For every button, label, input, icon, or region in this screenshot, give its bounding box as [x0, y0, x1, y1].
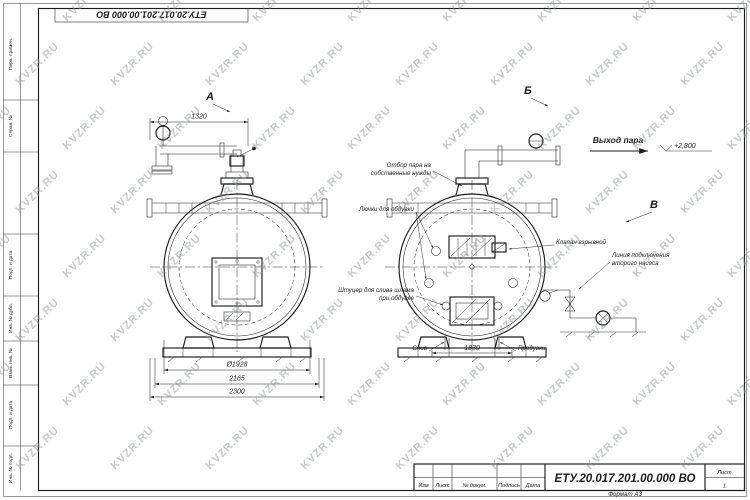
annotation-steam-out: Выход пара: [593, 135, 644, 145]
boiler-shell-rear: [398, 193, 546, 341]
annotation-sludge-1: Штуцер для слива шлама: [338, 287, 414, 294]
top-hatch: [448, 235, 496, 259]
steam-outlet-pipe: [455, 133, 561, 196]
left-stamp-column: Перв. примен. Справ. № Подп. и дата Инв.…: [3, 38, 39, 483]
titleblock-col-date: Дата: [525, 483, 541, 489]
annotation-hatches: Лючки для обдувки: [358, 206, 414, 213]
annotation-sludge-2: при обдувке: [379, 295, 415, 302]
drawing-frame: [37, 7, 746, 492]
title-block: Изм Лист № докум. Подпись Дата ЕТУ.20.01…: [413, 463, 746, 498]
steam-pipe-left: [151, 116, 237, 175]
annotation-own-needs-1: Отбор пара на: [387, 162, 432, 169]
annotation-elevation: +2,800: [674, 143, 696, 150]
dim-1830: 1830 Слив Продувки: [412, 341, 546, 357]
stamp-label: Инв. № подл.: [8, 453, 14, 483]
front-door: [211, 257, 263, 307]
dim-1320-label: 1320: [191, 114, 207, 121]
left-view: 1320 Ø1928 2165 2300 А: [146, 91, 328, 401]
page-frame: Перв. примен. Справ. № Подп. и дата Инв.…: [3, 3, 747, 497]
burst-valve: [491, 242, 507, 253]
steam-dome: [220, 154, 254, 196]
format-label: Формат А3: [608, 491, 642, 498]
annotation-pump-line-1: Линия подключения: [611, 252, 670, 259]
safety-valve: [229, 146, 256, 167]
titleblock-col-doc: № докум.: [462, 483, 486, 489]
annotation-own-needs-2: собственные нужды: [371, 170, 432, 177]
pressure-gauge: [539, 290, 551, 302]
dim-2165: 2165: [154, 358, 320, 388]
titleblock-col-izm: Изм: [418, 483, 428, 489]
pump-piping: [539, 289, 646, 338]
titleblock-doc-number: ЕТУ.20.017.201.00.000 ВО: [555, 473, 696, 485]
dim-2165-label: 2165: [228, 376, 245, 383]
annotation-blowdown: Продувки: [518, 345, 546, 352]
stamp-label: Справ. №: [8, 115, 14, 137]
view-a-label: А: [205, 91, 214, 103]
annotation-burst-valve: Клапан взрывной: [556, 239, 607, 246]
rear-plate-band: [386, 198, 558, 218]
supports-base: [162, 336, 312, 363]
annotation-drain: Слив: [412, 345, 427, 352]
supports-base-rear: [397, 336, 547, 363]
dim-1320: 1320: [149, 114, 249, 146]
stamp-label: Подп. и дата: [8, 251, 14, 280]
titleblock-sheet-value: 1: [723, 484, 726, 490]
steam-outlet-annotation: Выход пара +2,800: [590, 135, 712, 154]
view-v-label: В: [650, 199, 658, 211]
front-plate-band: [146, 198, 328, 218]
bottom-hatch: [449, 296, 495, 326]
stamp-label: Взам. инв. №: [8, 348, 14, 378]
annotations-left: Отбор пара на собственные нужды Лючки дл…: [338, 162, 463, 306]
right-view: 1830 Слив Продувки Отбор пара на собстве…: [338, 85, 712, 363]
dim-2300: 2300: [149, 358, 325, 401]
boiler-shell-front: [163, 193, 311, 341]
annotations-right: Клапан взрывной Линия подключения второг…: [508, 239, 670, 290]
doc-number-rotated: ЕТУ.20.017.201.00.000 ВО: [96, 10, 206, 20]
stamp-label: Подп. и дата: [8, 401, 14, 430]
dim-1928: Ø1928: [163, 340, 311, 374]
paper-border: [3, 3, 747, 497]
top-doc-stamp: ЕТУ.20.017.201.00.000 ВО: [54, 8, 249, 23]
view-b-label: Б: [524, 85, 532, 97]
dim-1830-label: 1830: [464, 345, 480, 352]
dim-2300-label: 2300: [228, 389, 245, 396]
titleblock-sheet-label: Лист: [716, 470, 732, 476]
stamp-label: Перв. примен.: [8, 38, 14, 70]
titleblock-col-list: Лист: [434, 483, 450, 489]
titleblock-col-sign: Подпись: [498, 483, 520, 489]
dim-1928-label: Ø1928: [225, 362, 247, 369]
annotation-pump-line-2: второго насоса: [612, 260, 659, 267]
stamp-label: Инв. № дубл.: [8, 303, 14, 333]
